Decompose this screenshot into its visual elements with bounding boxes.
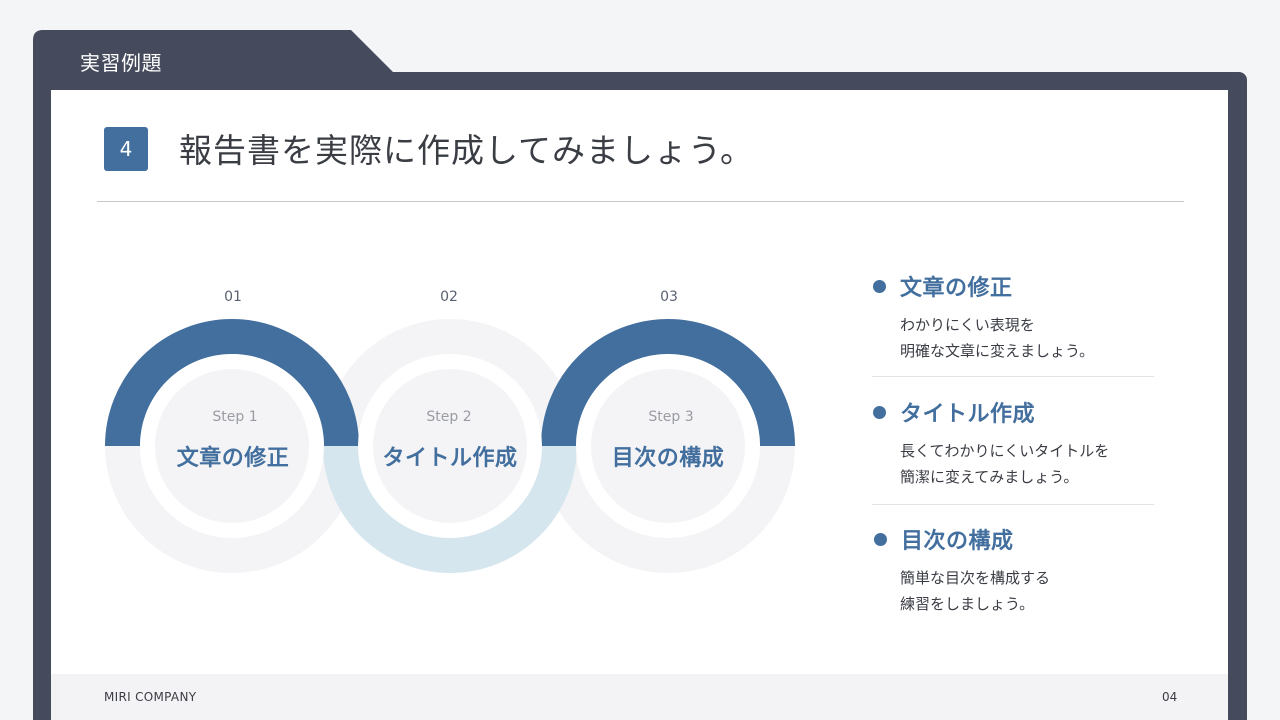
detail-divider xyxy=(872,504,1154,505)
detail-line: 練習をしましょう。 xyxy=(900,595,1035,613)
bullet-icon xyxy=(873,279,886,293)
detail-divider xyxy=(872,376,1154,377)
detail-description: 長くてわかりにくいタイトルを 簡潔に変えてみましょう。 xyxy=(900,438,1154,490)
step-3-number: 03 xyxy=(660,289,678,305)
detail-description: 簡単な目次を構成する 練習をしましょう。 xyxy=(900,565,1154,617)
slide-footer xyxy=(51,674,1228,720)
title-divider xyxy=(97,201,1184,202)
detail-line: わかりにくい表現を xyxy=(900,316,1035,334)
detail-line: 長くてわかりにくいタイトルを xyxy=(900,442,1110,460)
frame-tab xyxy=(33,30,395,100)
bullet-icon xyxy=(874,532,887,546)
step-3-title: 目次の構成 xyxy=(611,446,725,471)
step-2-number: 02 xyxy=(440,289,458,305)
step-1-label: Step 1 xyxy=(212,409,258,425)
step-3-label: Step 3 xyxy=(648,409,694,425)
detail-title: 文章の修正 xyxy=(900,276,1013,301)
detail-item-1: 文章の修正 わかりにくい表現を 明確な文章に変えましょう。 xyxy=(872,270,1154,364)
step-2-title: タイトル作成 xyxy=(382,446,518,471)
detail-description: わかりにくい表現を 明確な文章に変えましょう。 xyxy=(900,312,1154,364)
footer-company-name: MIRI COMPANY xyxy=(104,690,197,704)
bullet-icon xyxy=(873,405,886,419)
step-1-title: 文章の修正 xyxy=(176,446,290,471)
detail-item-2: タイトル作成 長くてわかりにくいタイトルを 簡潔に変えてみましょう。 xyxy=(872,396,1154,490)
detail-item-3: 目次の構成 簡単な目次を構成する 練習をしましょう。 xyxy=(872,523,1154,617)
footer-page-number: 04 xyxy=(1162,690,1178,704)
detail-line: 簡潔に変えてみましょう。 xyxy=(900,468,1079,486)
step-1-number: 01 xyxy=(224,289,242,305)
detail-title: 目次の構成 xyxy=(901,529,1014,554)
detail-line: 簡単な目次を構成する xyxy=(900,569,1051,587)
detail-title: タイトル作成 xyxy=(900,402,1036,427)
section-tab-label: 実習例題 xyxy=(80,51,162,75)
page-title: 報告書を実際に作成してみましょう。 xyxy=(179,131,755,170)
detail-line: 明確な文章に変えましょう。 xyxy=(900,342,1095,360)
slide-number-badge: 4 xyxy=(104,127,148,171)
step-2-label: Step 2 xyxy=(426,409,472,425)
